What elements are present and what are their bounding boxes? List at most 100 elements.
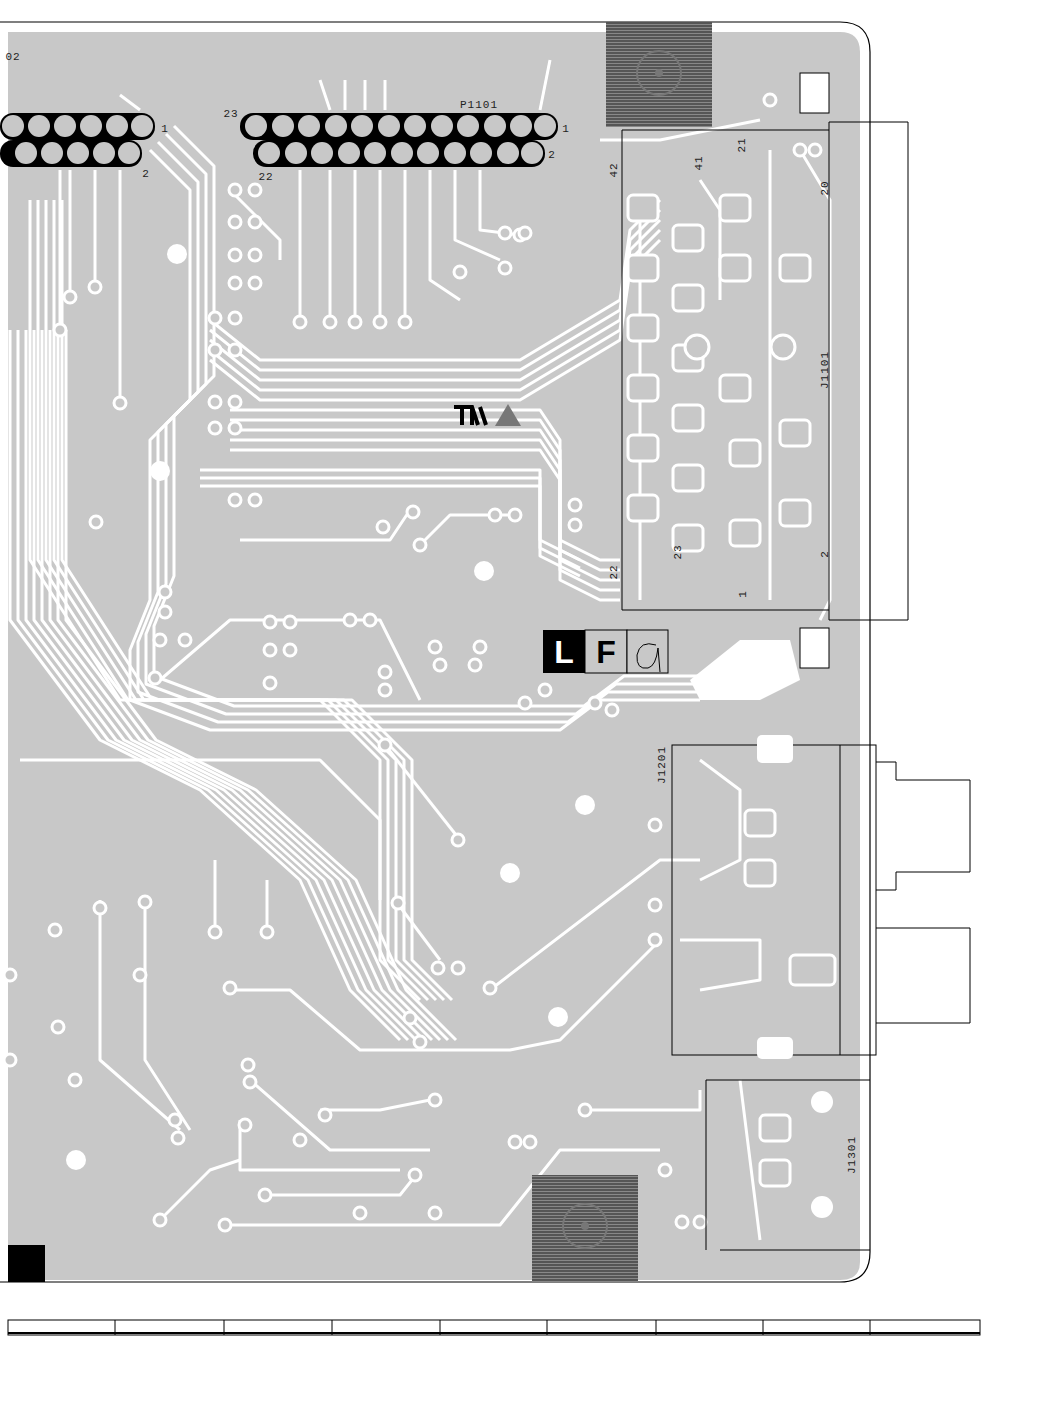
trace [260,1170,420,1195]
silkscreen-label: 22 [604,564,620,579]
pin-header [106,115,128,137]
copper-pad [64,291,76,303]
copper-pad [229,216,241,228]
silkscreen-label: 1 [733,590,749,598]
pin-header [41,142,63,164]
board [8,32,860,1280]
silkscreen-label: 42 [604,162,620,177]
pin-header [28,115,50,137]
silkscreen-label: J1101 [815,351,831,389]
scale-bar [8,1320,980,1335]
copper-pad [114,397,126,409]
copper-pad [261,926,273,938]
smd-pad [628,315,658,341]
copper-pad [209,422,221,434]
trace [94,170,97,290]
copper-pad [284,616,296,628]
trace [119,170,122,400]
trace [250,1080,430,1150]
trace [490,860,700,990]
mounting-hole [66,244,833,1218]
logo-graphic [637,644,660,672]
trace [680,940,760,990]
trace [214,860,217,930]
mounting-hole [150,461,170,481]
copper-pad [249,249,261,261]
scale-bar [656,1320,657,1335]
silkscreen-label: 20 [819,180,831,195]
copper-pad [354,1207,366,1219]
trace [384,80,387,110]
board [0,22,870,1282]
copper-pad [209,396,221,408]
copper-pad [249,494,261,506]
trace [120,95,140,110]
copper-pad [499,262,511,274]
copper-pad [264,616,276,628]
smd-pad [760,1160,790,1186]
logo-letter: L [554,636,574,668]
copper-pad [229,344,241,356]
copper-pad [659,1164,671,1176]
smd-pad [745,810,775,836]
trace [740,1080,760,1240]
trace [10,60,830,1240]
copper-pad [219,1219,231,1231]
silkscreen-label: 02 [5,51,20,63]
mounting-hole [811,1196,833,1218]
component-outline [672,745,876,1055]
scale-bar [870,1320,871,1335]
copper-pad [809,144,821,156]
smd-pad [673,225,703,251]
pin-header [15,142,37,164]
pin-header [351,115,373,137]
copper-pad [589,697,601,709]
component-outline [706,1080,870,1250]
mounting-hole [474,561,494,581]
copper-pad [294,1134,306,1146]
silkscreen-label: J1301 [842,1136,858,1174]
logo-graphic [495,404,521,426]
logo-letter: L [554,634,574,670]
copper-pad [154,634,166,646]
copper-pad [159,586,171,598]
copper-pad [649,819,661,831]
pin-header [378,115,400,137]
trace [54,200,444,1000]
trace [160,620,420,700]
trace [299,170,302,320]
trace [240,1120,400,1170]
silkscreen-label: 2 [819,550,831,558]
copper-pad [242,1059,254,1071]
smd-pad [628,195,658,221]
pin-header [470,142,492,164]
copper-pad [229,312,241,324]
silkscreen-label: 21 [736,137,748,152]
copper-pad [399,316,411,328]
silkscreen-label: 22 [258,167,273,183]
trace [329,170,332,320]
logo-graphic [454,404,668,673]
copper-pad [349,316,361,328]
pin-header [54,115,76,137]
scale-bar [763,1320,764,1335]
smd-pad [628,495,658,521]
copper-pad [49,924,61,936]
pin-header [510,115,532,137]
hatched-pad [581,1222,589,1230]
smd-pad [720,195,750,221]
copper-pad [52,1021,64,1033]
trace [146,134,716,714]
pin-header [272,115,294,137]
copper-pad [224,982,236,994]
pin-header [534,115,556,137]
copper-pad [569,499,581,511]
smd-pad [780,255,810,281]
pin-header [311,142,333,164]
pin-header [521,142,543,164]
copper-pad [244,1076,256,1088]
fiducial [8,1245,45,1282]
trace [145,900,190,1130]
logo-graphic [627,630,668,673]
